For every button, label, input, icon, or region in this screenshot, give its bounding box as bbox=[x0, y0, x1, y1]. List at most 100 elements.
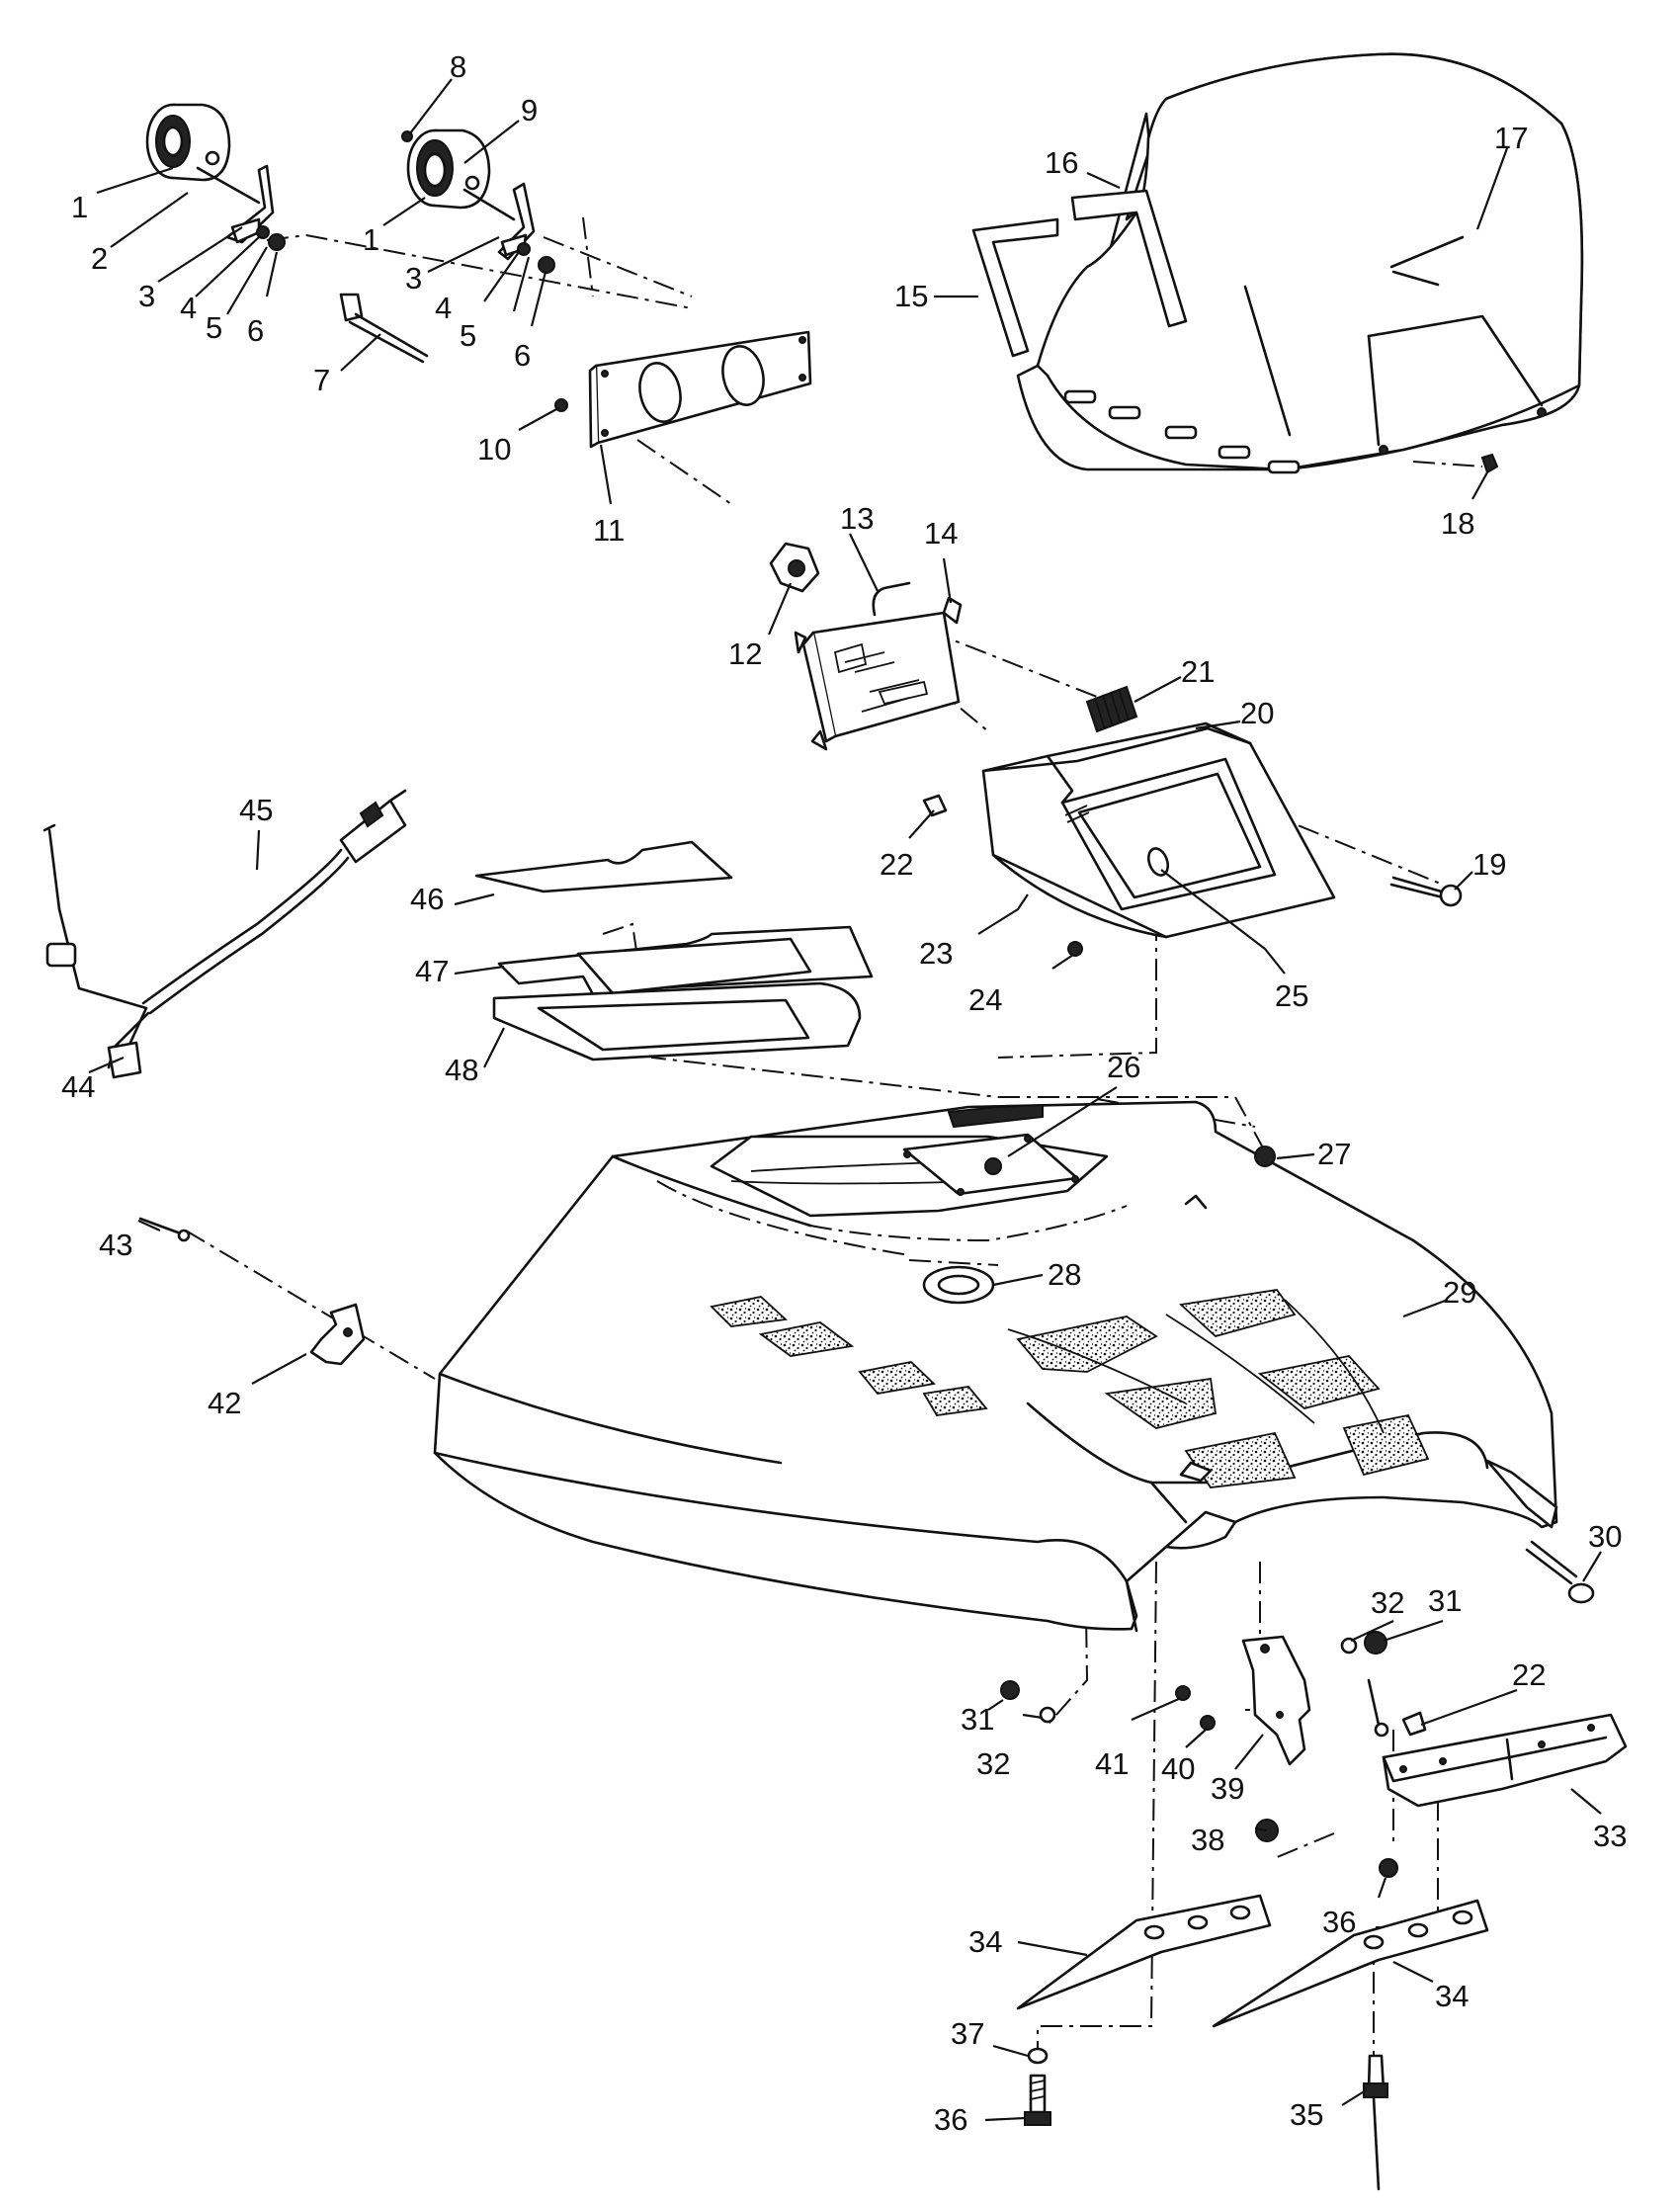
callout: 9 bbox=[521, 93, 538, 127]
callout: 43 bbox=[99, 1228, 132, 1262]
callout: 45 bbox=[239, 793, 273, 827]
callout: 16 bbox=[1045, 145, 1078, 180]
callout: 6 bbox=[247, 313, 264, 348]
skid-34-left bbox=[1016, 1894, 1272, 2010]
callout: 25 bbox=[1275, 978, 1308, 1013]
access-door-47 bbox=[497, 925, 874, 1005]
callout: 36 bbox=[934, 2102, 967, 2137]
wire-harness bbox=[42, 789, 407, 1079]
callout: 21 bbox=[1181, 654, 1215, 689]
callout: 23 bbox=[919, 936, 953, 971]
washer-32-left bbox=[1039, 1706, 1056, 1724]
callout: 37 bbox=[951, 2016, 984, 2051]
callout: 4 bbox=[435, 291, 452, 325]
insulation-sheet-46 bbox=[474, 840, 733, 893]
callout: 12 bbox=[728, 637, 762, 671]
hood-screw-27 bbox=[1254, 1146, 1276, 1167]
rivet-35 bbox=[1363, 2054, 1388, 2191]
gauge-panel bbox=[588, 330, 812, 449]
callout: 22 bbox=[880, 847, 913, 882]
callout-labels: 1 2 3 4 5 6 8 9 1 3 4 5 6 7 10 11 16 17 … bbox=[61, 49, 1627, 2137]
callout: 4 bbox=[180, 291, 197, 325]
screw-41 bbox=[1175, 1685, 1191, 1701]
windshield bbox=[1016, 52, 1584, 474]
callout: 5 bbox=[460, 318, 476, 353]
nut-31-right bbox=[1364, 1631, 1387, 1655]
screw-36-upper bbox=[1379, 1858, 1398, 1878]
callout: 13 bbox=[840, 501, 874, 536]
callout: 20 bbox=[1240, 696, 1274, 730]
callout: 31 bbox=[961, 1702, 994, 1737]
callout: 41 bbox=[1095, 1746, 1129, 1781]
callout: 5 bbox=[206, 310, 222, 345]
washer-left bbox=[256, 225, 270, 239]
callout: 24 bbox=[968, 982, 1002, 1017]
hinge-bracket-39 bbox=[1241, 1635, 1311, 1766]
callout: 19 bbox=[1472, 847, 1506, 882]
nut-right bbox=[538, 256, 555, 274]
pin-22-lower bbox=[1367, 1678, 1427, 1738]
pod-screw-19 bbox=[1389, 876, 1463, 907]
windshield-decal-15 bbox=[971, 217, 1059, 358]
callout: 39 bbox=[1211, 1771, 1244, 1806]
mount-plate-33 bbox=[1382, 1713, 1628, 1808]
headlight-pod bbox=[981, 722, 1336, 939]
callout: 1 bbox=[71, 190, 88, 224]
callout: 29 bbox=[1443, 1275, 1476, 1310]
spring-21 bbox=[1085, 685, 1138, 733]
callout: 17 bbox=[1494, 121, 1528, 155]
callout: 28 bbox=[1048, 1257, 1081, 1292]
callout: 14 bbox=[924, 516, 958, 551]
access-frame-48 bbox=[492, 981, 862, 1062]
callout: 15 bbox=[894, 279, 928, 313]
nut-left bbox=[268, 233, 286, 251]
callout: 40 bbox=[1161, 1751, 1195, 1786]
washer-32-right bbox=[1340, 1637, 1358, 1655]
leader-lines bbox=[88, 78, 1602, 2122]
gauge-right bbox=[406, 128, 516, 221]
pod-clip-22 bbox=[922, 794, 948, 817]
callout: 33 bbox=[1593, 1819, 1627, 1853]
callout: 2 bbox=[91, 241, 108, 276]
callout: 8 bbox=[450, 49, 466, 84]
callout: 32 bbox=[976, 1746, 1010, 1781]
gauge-left bbox=[145, 103, 261, 205]
screw-8 bbox=[401, 130, 413, 142]
hood bbox=[433, 1100, 1558, 1633]
screw-40 bbox=[1200, 1715, 1216, 1731]
callout: 3 bbox=[138, 279, 155, 313]
windshield-decal-16 bbox=[1070, 189, 1188, 328]
callout: 6 bbox=[514, 338, 531, 373]
screw-36-lower bbox=[1024, 2074, 1051, 2126]
hood-latch-30 bbox=[1525, 1540, 1595, 1604]
hood-bracket-42 bbox=[309, 1303, 366, 1366]
callout: 48 bbox=[445, 1053, 478, 1087]
headlight-bulb bbox=[769, 542, 820, 593]
callout: 7 bbox=[313, 363, 330, 397]
callout: 34 bbox=[1435, 1979, 1469, 2013]
callout: 11 bbox=[593, 513, 625, 548]
callout: 36 bbox=[1322, 1905, 1356, 1939]
grommet-28 bbox=[922, 1265, 995, 1305]
callout: 46 bbox=[410, 882, 444, 916]
callout: 32 bbox=[1371, 1585, 1404, 1620]
headlight-housing bbox=[794, 596, 963, 751]
callout: 31 bbox=[1428, 1583, 1462, 1618]
callout: 10 bbox=[477, 432, 511, 467]
callout: 38 bbox=[1191, 1823, 1224, 1857]
headlight-wire-13 bbox=[872, 581, 911, 617]
callout: 1 bbox=[363, 222, 379, 257]
callout: 47 bbox=[415, 954, 449, 988]
hood-screw-26 bbox=[984, 1157, 1002, 1175]
callout: 35 bbox=[1290, 2097, 1323, 2132]
callout: 22 bbox=[1512, 1657, 1546, 1692]
callout: 27 bbox=[1317, 1137, 1351, 1171]
callout: 18 bbox=[1441, 506, 1474, 541]
skid-34-right bbox=[1212, 1899, 1489, 2028]
hood-pin-43 bbox=[138, 1217, 191, 1242]
callout: 3 bbox=[405, 261, 422, 296]
callout: 30 bbox=[1588, 1519, 1622, 1554]
windshield-clip-18 bbox=[1480, 453, 1499, 474]
pod-screw-24 bbox=[1067, 941, 1083, 957]
